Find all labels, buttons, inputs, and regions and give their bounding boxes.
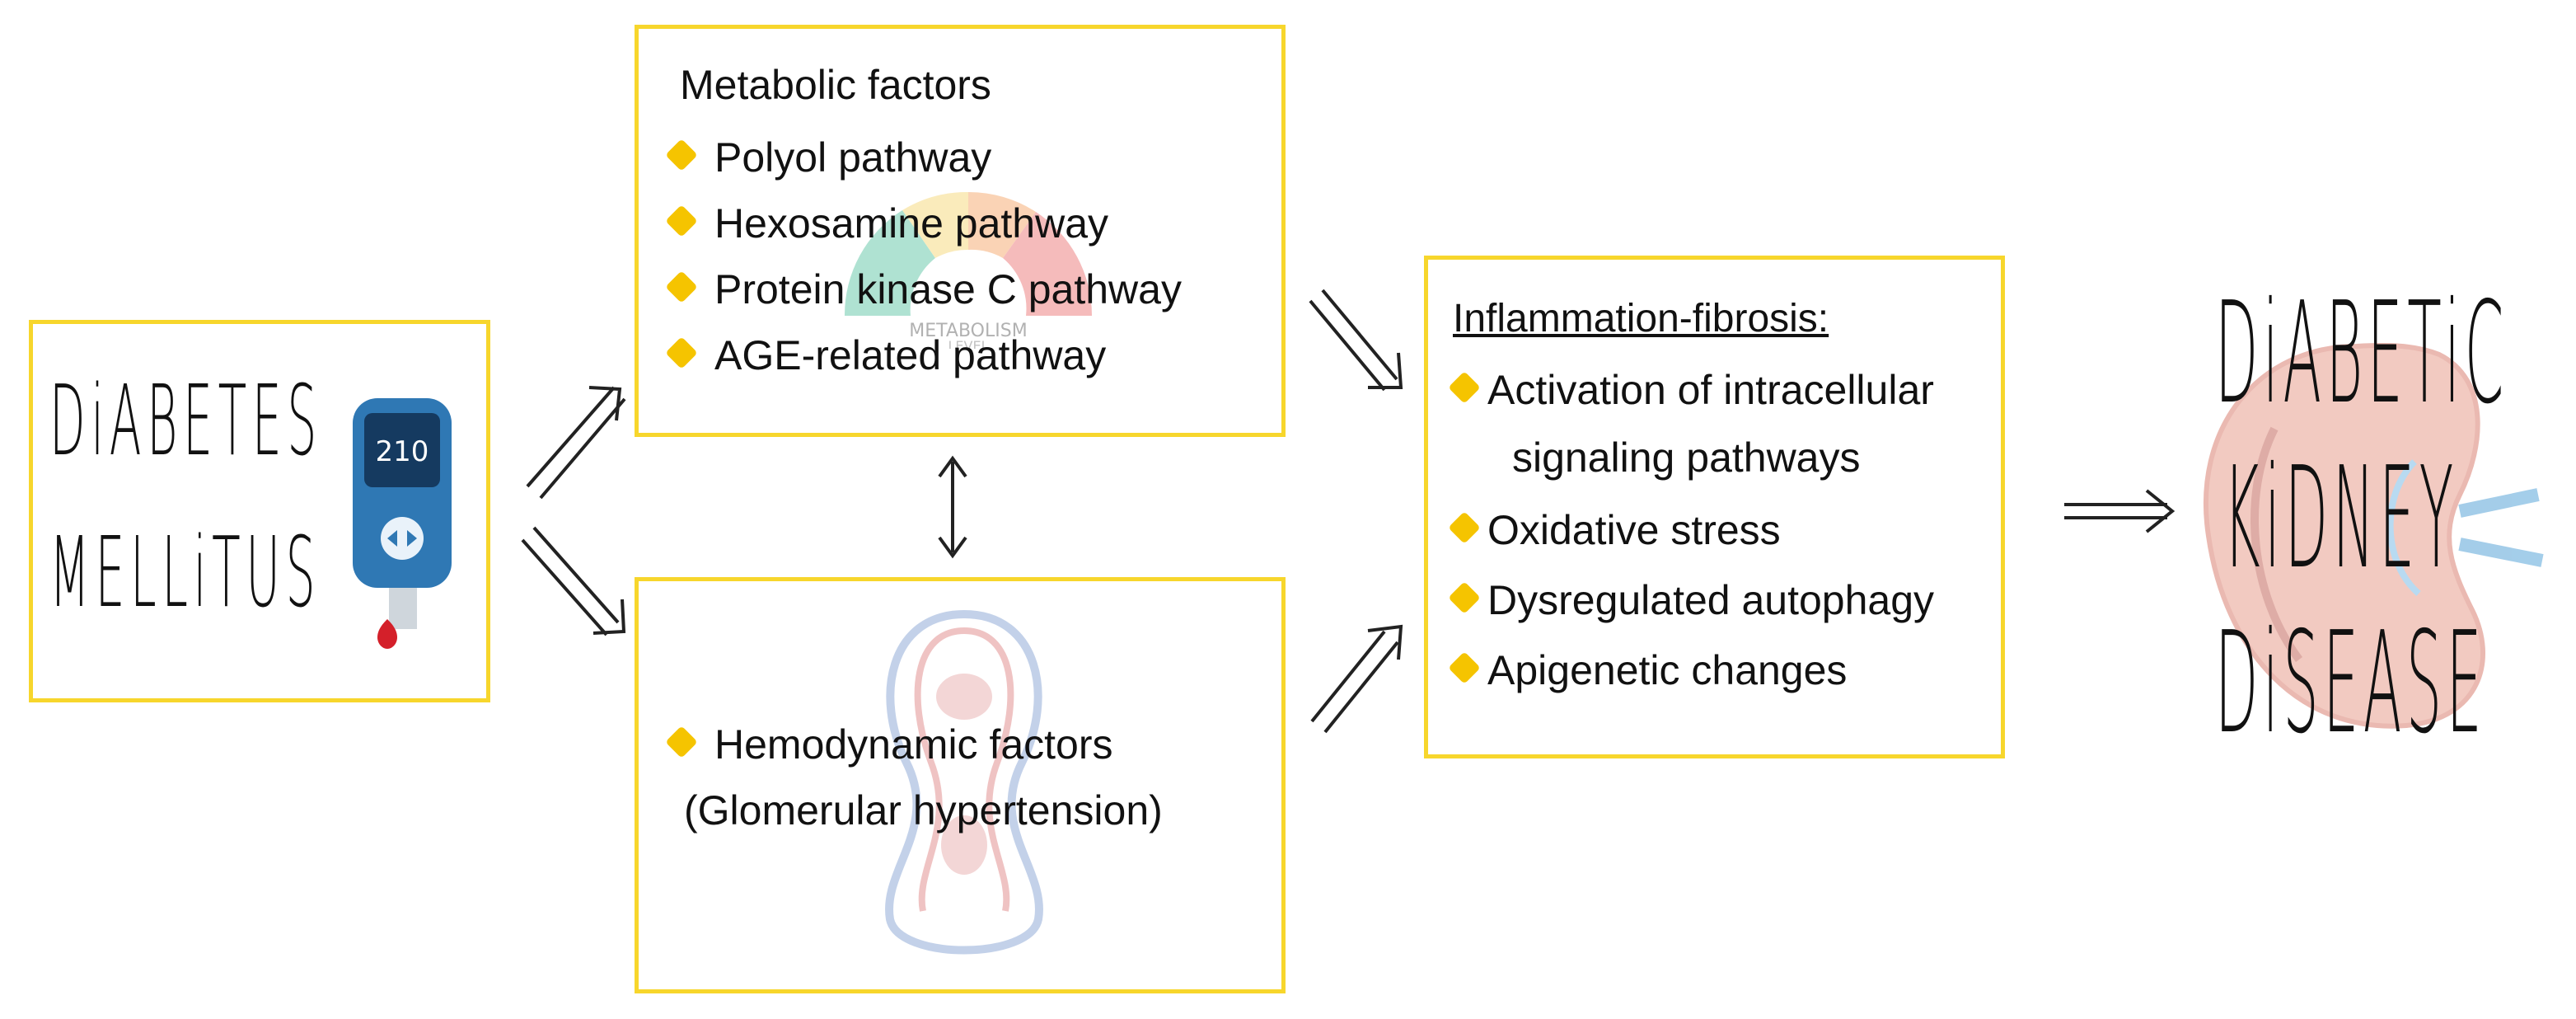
inflammation-item: Activation of intracellular — [1448, 367, 1934, 415]
arrow-hemodynamic-to-inflammation — [1310, 624, 1403, 734]
metabolic-item-label: Protein kinase C pathway — [714, 266, 1182, 312]
inflammation-item: Dysregulated autophagy — [1448, 577, 1935, 625]
metabolic-item-label: Hexosamine pathway — [714, 200, 1109, 247]
metabolic-item: AGE-related pathway — [665, 332, 1107, 380]
arrow-metabolic-to-inflammation — [1309, 289, 1403, 392]
metabolic-item-label: Polyol pathway — [714, 134, 992, 181]
kidney-illustration — [2203, 343, 2544, 729]
metabolic-factors-box: METABOLISM LEVEL Metabolic factors Polyo… — [635, 25, 1286, 437]
outcome-line-2: KiDNEY — [2223, 437, 2458, 600]
metabolism-gauge-watermark: METABOLISM LEVEL — [844, 191, 1093, 349]
inflammation-item-label: Dysregulated autophagy — [1487, 577, 1935, 623]
bullet-diamond-icon — [665, 139, 698, 171]
outcome-line-3: DiSEASE — [2215, 602, 2487, 765]
hemodynamic-factors-box: Hemodynamic factors (Glomerular hyperten… — [635, 577, 1286, 993]
glucometer-reading: 210 — [376, 435, 429, 468]
arrow-inflammation-to-dkd — [2064, 489, 2176, 533]
bullet-diamond-icon — [1448, 651, 1481, 684]
bullet-diamond-icon — [1448, 511, 1481, 544]
inflammation-item-continuation: signaling pathways — [1512, 434, 1861, 481]
metabolic-item: Polyol pathway — [665, 134, 992, 182]
metabolic-item: Protein kinase C pathway — [665, 266, 1182, 314]
gauge-text-1: METABOLISM — [909, 321, 1027, 341]
diabetic-kidney-disease-label: DiABETiC KiDNEY DiSEASE — [2215, 272, 2561, 767]
hemodynamic-label: Hemodynamic factors — [714, 721, 1113, 768]
gauge-text-2: LEVEL — [948, 338, 989, 349]
inflammation-fibrosis-box: Inflammation-fibrosis: Activation of int… — [1424, 256, 2005, 758]
hemodynamic-subtext: (Glomerular hypertension) — [684, 787, 1163, 834]
bullet-diamond-icon — [665, 336, 698, 369]
inflammation-item: Apigenetic changes — [1448, 647, 1848, 695]
inflammation-item-label: Apigenetic changes — [1487, 647, 1848, 693]
arrow-diabetes-to-metabolic — [526, 386, 626, 500]
glucometer-icon: 210 — [353, 398, 452, 649]
bullet-diamond-icon — [665, 204, 698, 237]
mellitus-label: MELLiTUS — [49, 515, 321, 629]
metabolic-title: Metabolic factors — [680, 62, 991, 108]
inflammation-title: Inflammation-fibrosis: — [1453, 297, 1829, 340]
arrow-diabetes-to-hemodynamic — [521, 526, 626, 636]
bullet-diamond-icon — [1448, 371, 1481, 404]
inflammation-item-label: Oxidative stress — [1487, 507, 1781, 553]
diabetes-label: DiABETES — [49, 364, 323, 477]
circulation-watermark — [885, 609, 1043, 955]
bullet-diamond-icon — [665, 726, 698, 758]
metabolic-item: Hexosamine pathway — [665, 200, 1109, 248]
blood-drop-icon — [377, 619, 397, 649]
hemodynamic-item: Hemodynamic factors — [665, 721, 1113, 769]
bullet-diamond-icon — [665, 270, 698, 303]
inflammation-item: Oxidative stress — [1448, 507, 1781, 555]
bullet-diamond-icon — [1448, 581, 1481, 614]
diabetes-mellitus-box: DiABETES MELLiTUS 210 — [29, 320, 490, 702]
outcome-line-1: DiABETiC — [2215, 272, 2508, 435]
inflammation-item-label: Activation of intracellular — [1487, 367, 1934, 413]
metabolic-item-label: AGE-related pathway — [714, 332, 1107, 378]
arrow-bidirectional-metabolic-hemodynamic — [938, 455, 967, 559]
